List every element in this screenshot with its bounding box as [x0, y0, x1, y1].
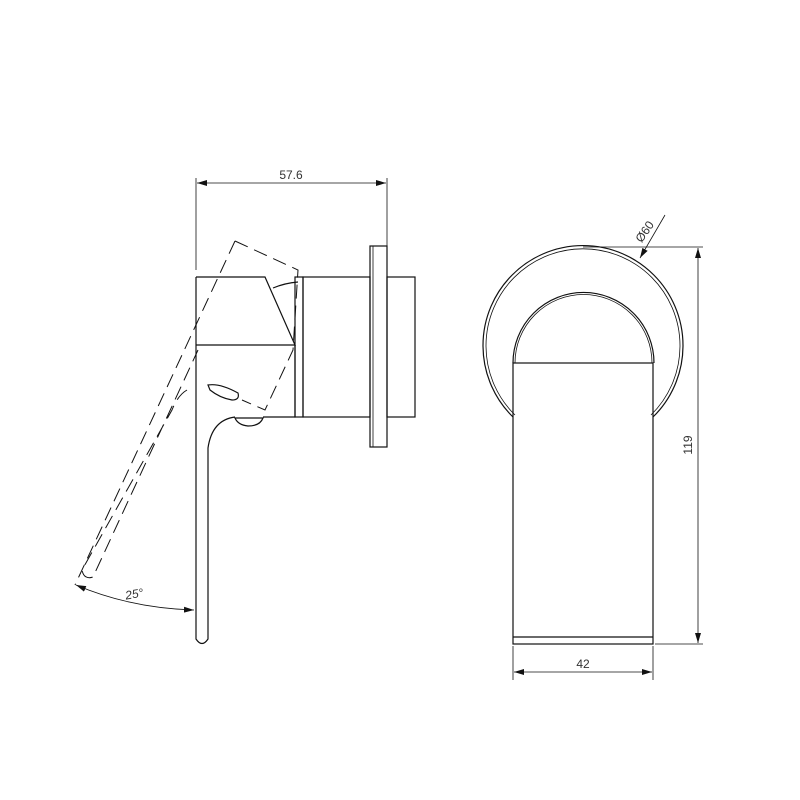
front-view: Ø60 119 42: [482, 214, 703, 680]
dimension-label-bottom-width: 42: [576, 657, 590, 671]
diameter-dimension-60: Ø60: [632, 214, 666, 259]
dimension-label-angle: 25°: [123, 586, 144, 603]
height-dimension-119: 119: [583, 246, 703, 645]
dimension-label-width: 57.6: [279, 168, 303, 182]
side-view: 57.6 25°: [74, 168, 416, 645]
dimension-label-diameter: Ø60: [632, 218, 657, 245]
width-dimension-42: 42: [512, 646, 654, 680]
mixer-body: [196, 245, 416, 448]
lever-handle: [195, 277, 264, 645]
angle-dimension-25: 25°: [75, 584, 195, 613]
dimension-label-height: 119: [681, 435, 695, 454]
spout-body: [512, 362, 654, 645]
lever-rotated-position-dashed: [74, 240, 299, 586]
width-dimension-57-6: 57.6: [195, 168, 388, 270]
